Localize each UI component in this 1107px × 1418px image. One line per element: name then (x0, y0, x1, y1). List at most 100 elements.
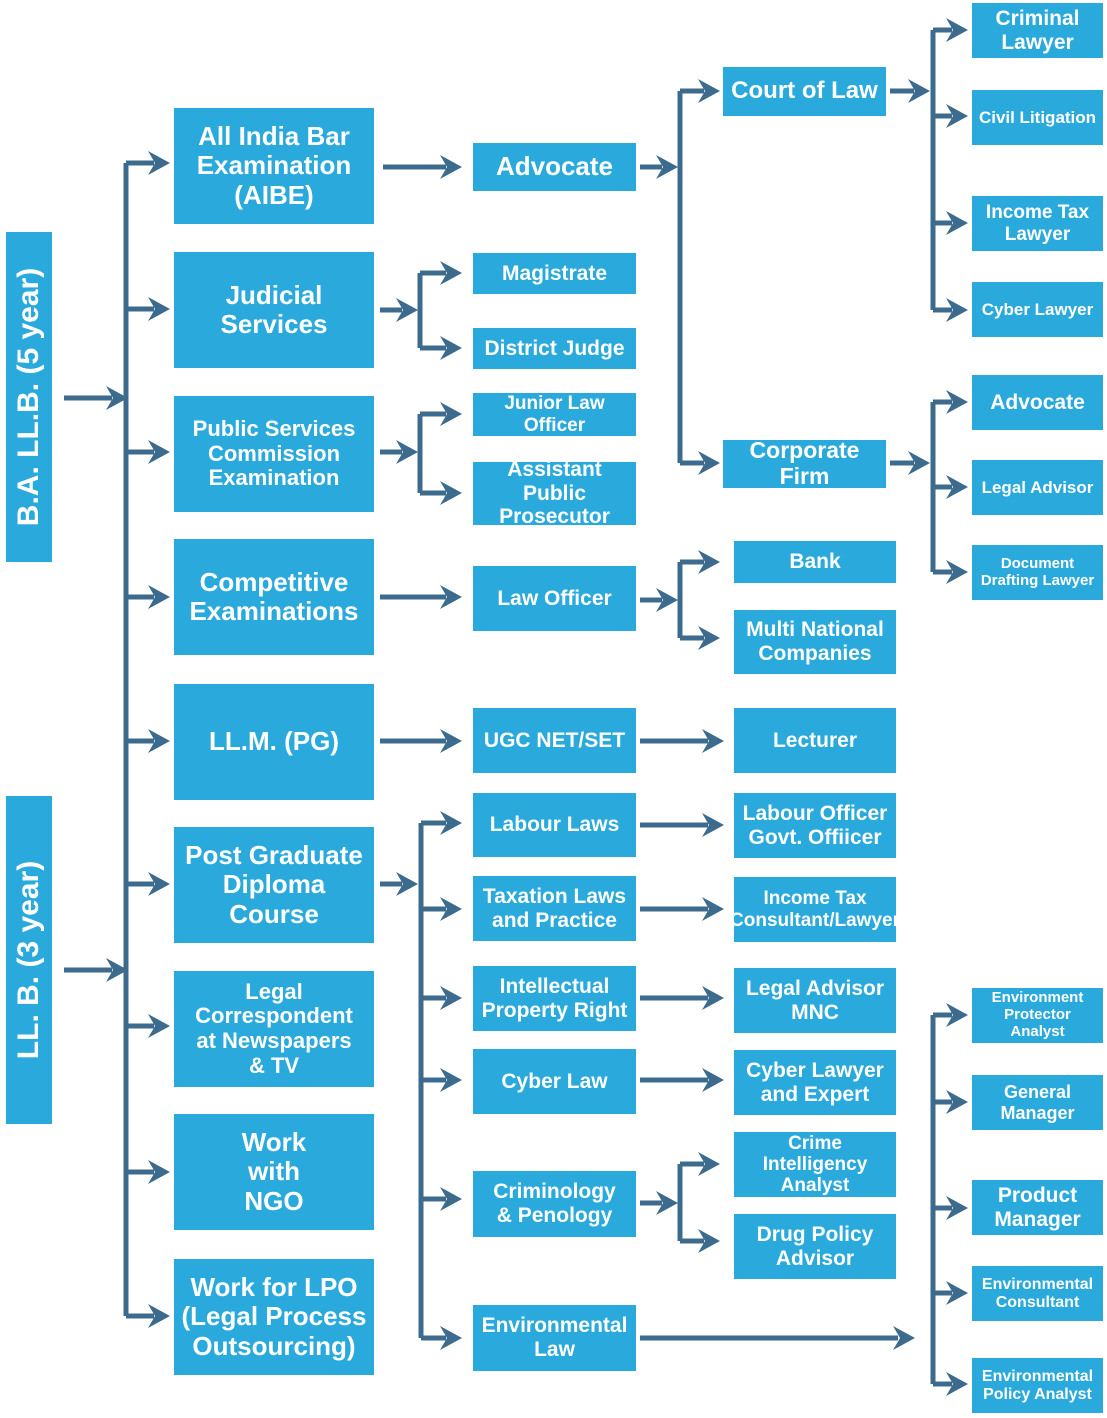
arrowhead (440, 585, 462, 609)
arrowhead (946, 1372, 968, 1396)
arrowhead (698, 1152, 720, 1176)
product-manager-box: Product Manager (972, 1180, 1103, 1235)
income-tax-consultant-box: Income Tax Consultant/Lawyer (730, 877, 900, 942)
general-manager-box: General Manager (972, 1075, 1103, 1130)
competitive-exams-box: Competitive Examinations (174, 539, 374, 655)
arrowhead (702, 897, 724, 921)
arrowhead (698, 626, 720, 650)
arrowhead (440, 336, 462, 360)
arrowhead (946, 390, 968, 414)
psc-exam-box: Public Services Commission Examination (174, 396, 374, 512)
arrowhead (946, 475, 968, 499)
arrowhead (702, 986, 724, 1010)
crime-intelligence-box: Crime Intelligency Analyst (734, 1132, 896, 1197)
legal-advisor-mnc-box: Legal Advisor MNC (734, 968, 896, 1033)
arrowhead (440, 1068, 462, 1092)
llm-box: LL.M. (PG) (174, 684, 374, 800)
ngo-box: Work with NGO (174, 1114, 374, 1230)
arrowhead (702, 813, 724, 837)
civil-litigation-box: Civil Litigation (972, 90, 1103, 145)
arrowhead (440, 261, 462, 285)
drug-policy-advisor-box: Drug Policy Advisor (734, 1214, 896, 1279)
arrowhead (893, 1326, 915, 1350)
arrowhead (702, 729, 724, 753)
judicial-services-box: Judicial Services (174, 252, 374, 368)
arrowhead (148, 585, 170, 609)
magistrate-box: Magistrate (473, 253, 636, 294)
arrowhead (106, 386, 128, 410)
document-drafting-box: Document Drafting Lawyer (972, 545, 1103, 600)
arrowhead (440, 155, 462, 179)
ugc-net-set-box: UGC NET/SET (473, 708, 636, 773)
multinational-companies-box: Multi National Companies (734, 610, 896, 674)
root-ba-llb-label: B.A. LL.B. (5 year) (12, 267, 45, 527)
legal-advisor-box: Legal Advisor (972, 460, 1103, 515)
legal-correspondent-box: Legal Correspondent at Newspapers & TV (174, 971, 374, 1087)
arrowhead (440, 811, 462, 835)
arrowhead (396, 440, 418, 464)
environmental-policy-box: Environmental Policy Analyst (972, 1358, 1103, 1413)
arrowhead (698, 79, 720, 103)
cyber-lawyer-box: Cyber Lawyer (972, 282, 1103, 337)
assistant-public-prosecutor-box: Assistant Public Prosecutor (473, 458, 636, 528)
junior-law-officer-box: Junior Law Officer (473, 393, 636, 436)
lpo-box: Work for LPO (Legal Process Outsourcing) (174, 1259, 374, 1375)
arrowhead (946, 211, 968, 235)
arrowhead (148, 1304, 170, 1328)
arrowhead (946, 18, 968, 42)
environmental-law-box: Environmental Law (473, 1305, 636, 1371)
arrowhead (908, 451, 930, 475)
arrowhead (148, 151, 170, 175)
labour-laws-box: Labour Laws (473, 793, 636, 857)
arrowhead (702, 1068, 724, 1092)
law-officer-box: Law Officer (473, 566, 636, 631)
arrowhead (656, 588, 678, 612)
arrowhead (148, 297, 170, 321)
aibe-box: All India Bar Examination (AIBE) (174, 108, 374, 224)
cyber-lawyer-expert-box: Cyber Lawyer and Expert (734, 1050, 896, 1115)
arrowhead (946, 104, 968, 128)
environmental-consultant-box: Environmental Consultant (972, 1266, 1103, 1321)
arrowhead (396, 298, 418, 322)
income-tax-lawyer-box: Income Tax Lawyer (972, 196, 1103, 251)
advocate-career-box: Advocate (972, 375, 1103, 430)
arrowhead (908, 79, 930, 103)
arrowhead (148, 872, 170, 896)
arrowhead (656, 1191, 678, 1215)
arrowhead (440, 481, 462, 505)
criminology-box: Criminology & Penology (473, 1171, 636, 1237)
root-ba-llb: B.A. LL.B. (5 year) (6, 232, 52, 562)
taxation-laws-box: Taxation Laws and Practice (473, 876, 636, 941)
arrowhead (440, 1326, 462, 1350)
arrowhead (106, 958, 128, 982)
labour-officer-box: Labour Officer Govt. Offiicer (734, 793, 896, 858)
arrowhead (698, 1229, 720, 1253)
arrowhead (946, 1196, 968, 1220)
arrowhead (148, 1014, 170, 1038)
criminal-lawyer-box: Criminal Lawyer (972, 3, 1103, 58)
arrowhead (396, 872, 418, 896)
corporate-firm-box: Corporate Firm (723, 437, 886, 489)
arrowhead (946, 1090, 968, 1114)
environment-protector-box: Environment Protector Analyst (972, 988, 1103, 1043)
arrowhead (148, 1160, 170, 1184)
arrowhead (698, 451, 720, 475)
arrowhead (656, 155, 678, 179)
intellectual-property-box: Intellectual Property Right (473, 966, 636, 1031)
court-of-law-box: Court of Law (723, 67, 886, 116)
arrowhead (946, 1281, 968, 1305)
arrowhead (440, 986, 462, 1010)
advocate-box: Advocate (473, 143, 636, 191)
arrowhead (698, 550, 720, 574)
root-llb: LL. B. (3 year) (6, 796, 52, 1124)
arrowhead (440, 1187, 462, 1211)
arrowhead (946, 298, 968, 322)
bank-box: Bank (734, 541, 896, 583)
root-llb-label: LL. B. (3 year) (12, 860, 45, 1060)
arrowhead (440, 402, 462, 426)
arrowhead (440, 897, 462, 921)
pg-diploma-box: Post Graduate Diploma Course (174, 827, 374, 943)
arrowhead (946, 560, 968, 584)
arrowhead (148, 729, 170, 753)
